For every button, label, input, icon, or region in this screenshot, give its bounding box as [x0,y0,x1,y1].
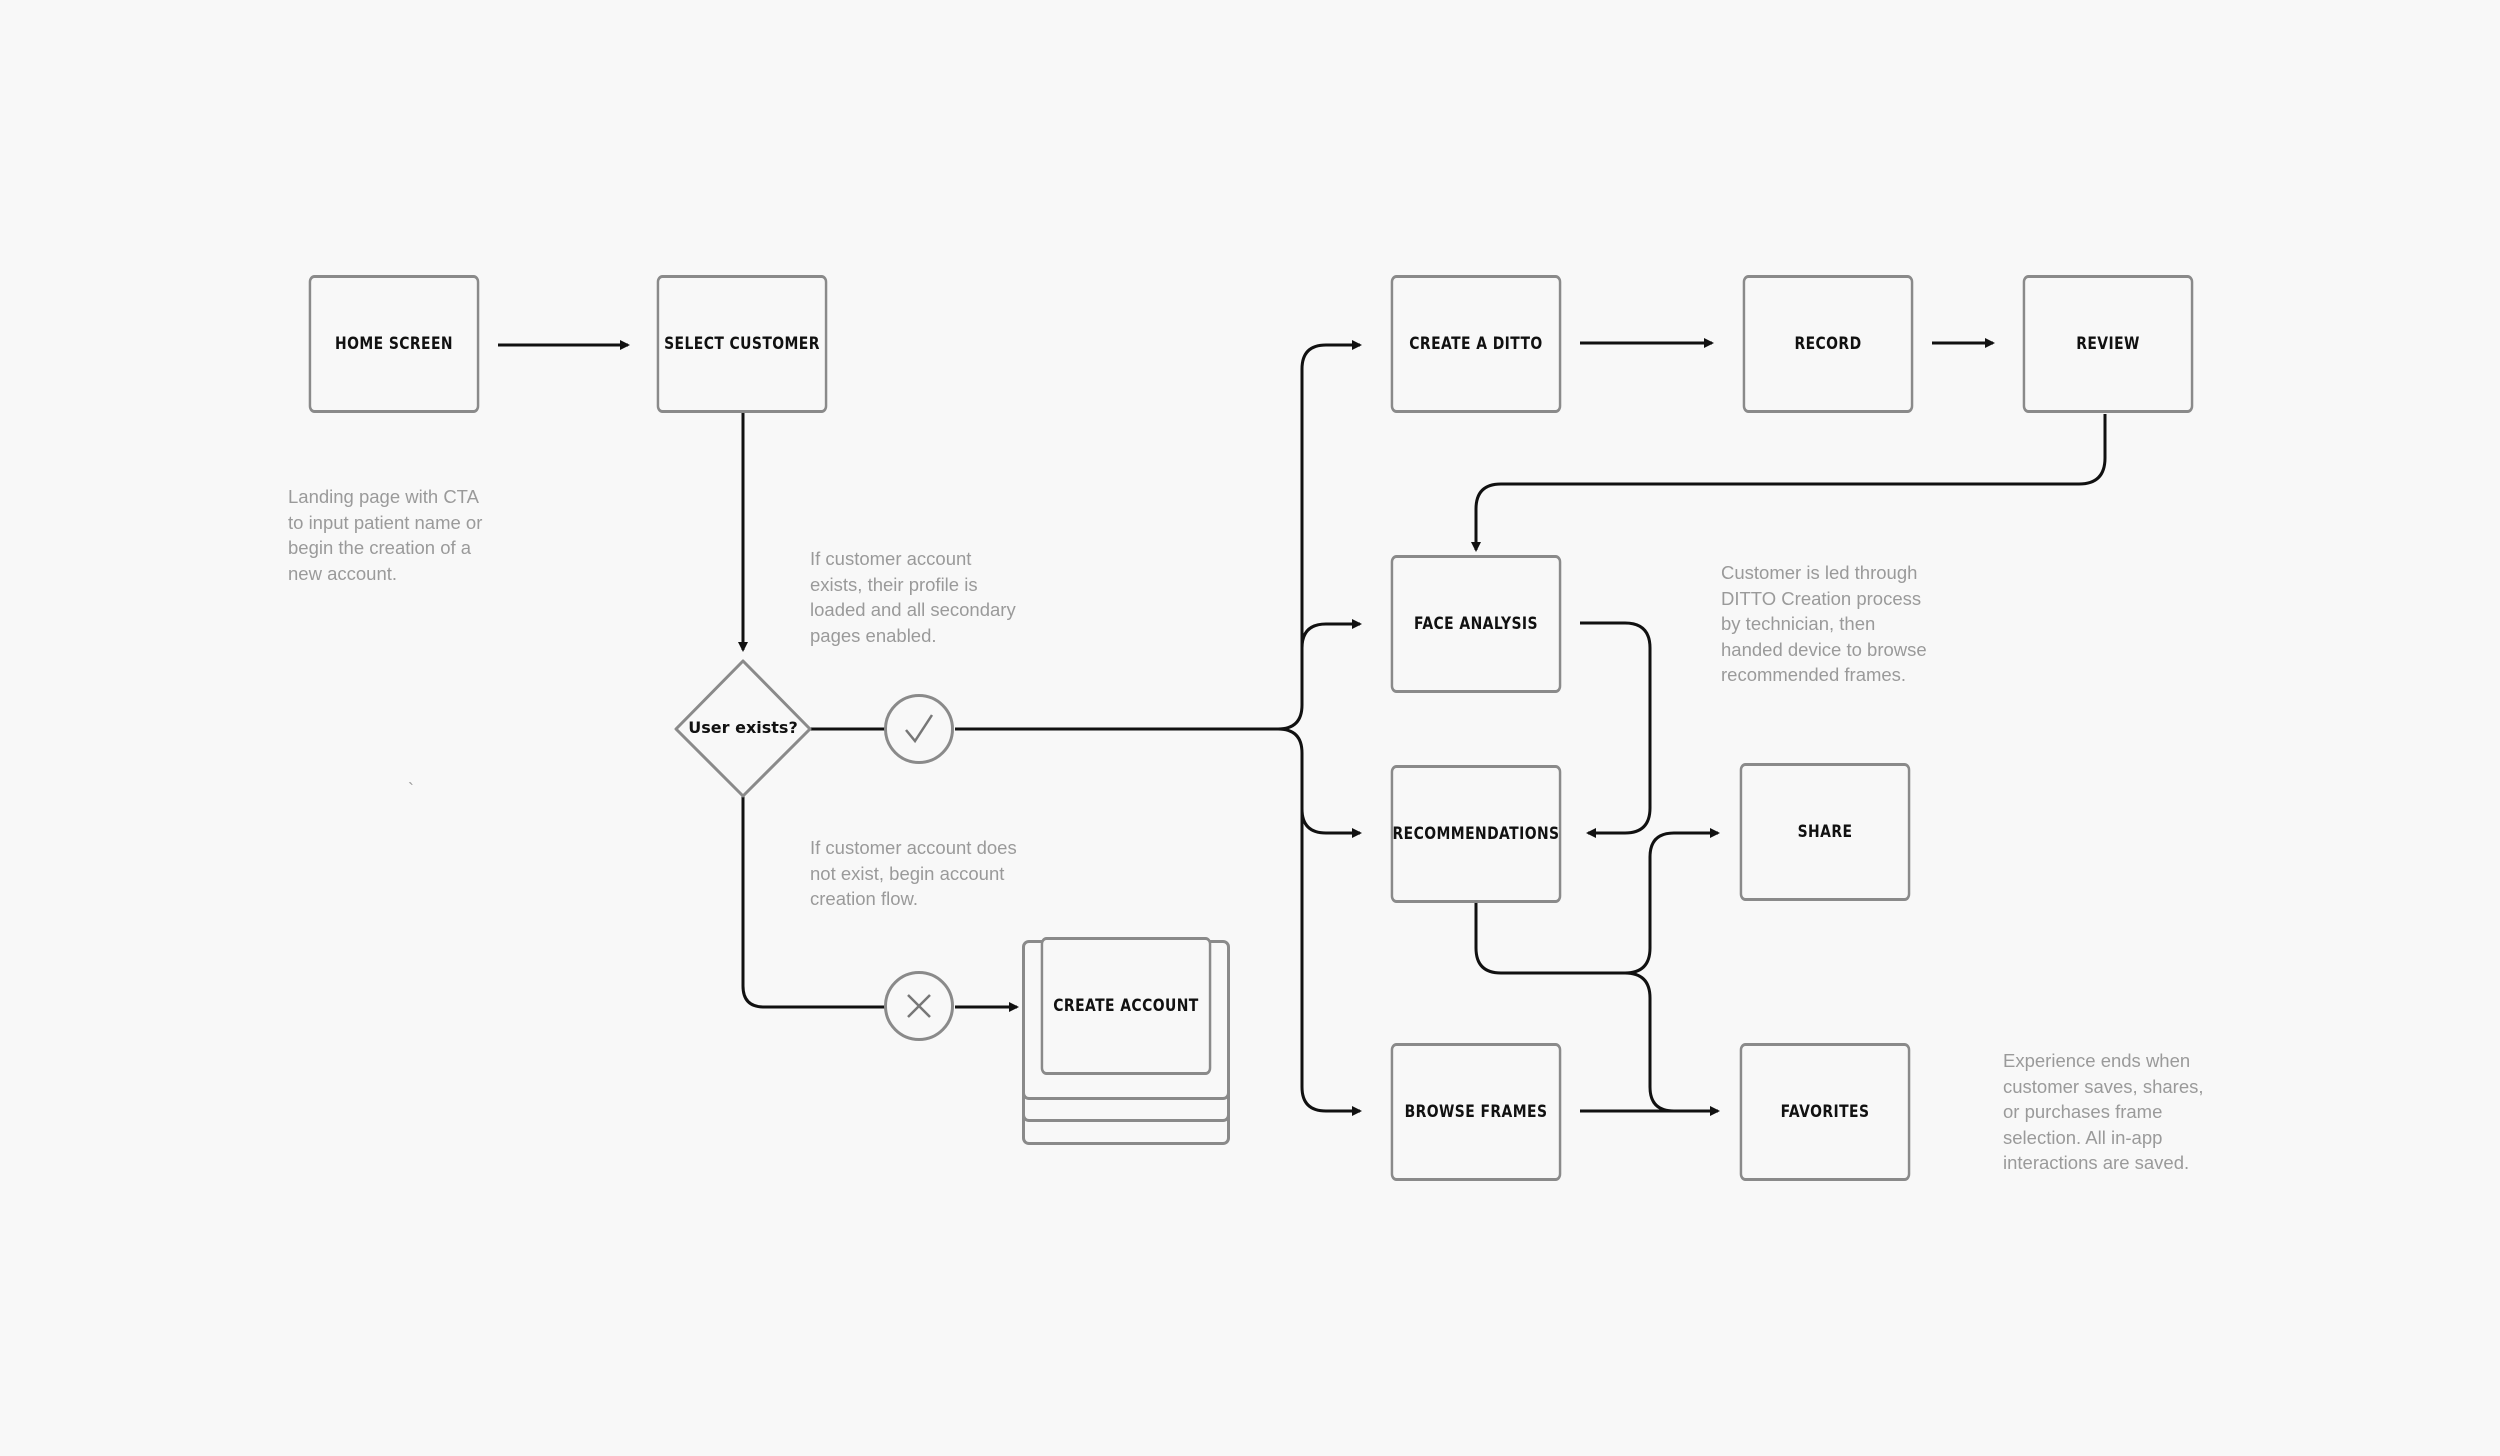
connector-decision-to-cross [741,796,885,1009]
face-analysis-label: FACE ANALYSIS [1414,614,1538,634]
create-account-label: CREATE ACCOUNT [1053,996,1199,1016]
review-label: REVIEW [2076,334,2140,354]
recommendations-label: RECOMMENDATIONS [1392,824,1560,844]
browse-frames-label: BROWSE FRAMES [1404,1102,1548,1122]
create-ditto-label: CREATE A DITTO [1409,334,1543,354]
connector-branch-to-recommendations [1277,727,1362,838]
favorites-node[interactable]: FAVORITES [1739,1043,1911,1181]
home-screen-node[interactable]: HOME SCREEN [308,275,480,413]
connector-branch-to-ditto [1277,340,1362,731]
browse-frames-node[interactable]: BROWSE FRAMES [1390,1043,1562,1181]
share-label: SHARE [1797,822,1853,842]
share-node[interactable]: SHARE [1739,763,1911,901]
ditto-creation-note: Customer is led through DITTO Creation p… [1721,562,1927,685]
decision-diamond[interactable] [674,659,812,798]
check-icon [884,694,954,764]
connector-split-to-share [1624,828,1720,975]
connector-recommendations-to-split [1474,903,1675,1113]
connector-branch-to-browse [1300,809,1362,1116]
experience-end-note: Experience ends when customer saves, sha… [2003,1050,2204,1173]
record-label: RECORD [1794,334,1862,354]
user-not-exists-note: If customer account does not exist, begi… [810,837,1017,909]
user-exists-note: If customer account exists, their profil… [810,548,1016,646]
home-screen-note: Landing page with CTA to input patient n… [288,486,483,584]
cross-icon [884,971,954,1041]
select-customer-node[interactable]: SELECT CUSTOMER [656,275,828,413]
decision-label: User exists? [688,718,798,737]
record-node[interactable]: RECORD [1742,275,1914,413]
review-node[interactable]: REVIEW [2022,275,2194,413]
stray-mark: ` [408,780,414,800]
connector-face-to-recommendations [1580,621,1652,838]
recommendations-node[interactable]: RECOMMENDATIONS [1390,765,1562,903]
connector-branch-to-face [1300,619,1362,705]
home-screen-label: HOME SCREEN [334,334,453,354]
favorites-label: FAVORITES [1780,1102,1870,1122]
create-ditto-node[interactable]: CREATE A DITTO [1390,275,1562,413]
face-analysis-node[interactable]: FACE ANALYSIS [1390,555,1562,693]
select-customer-label: SELECT CUSTOMER [664,334,820,354]
create-account-node[interactable]: CREATE ACCOUNT [1040,937,1212,1075]
connector-review-to-face [1471,414,2107,552]
